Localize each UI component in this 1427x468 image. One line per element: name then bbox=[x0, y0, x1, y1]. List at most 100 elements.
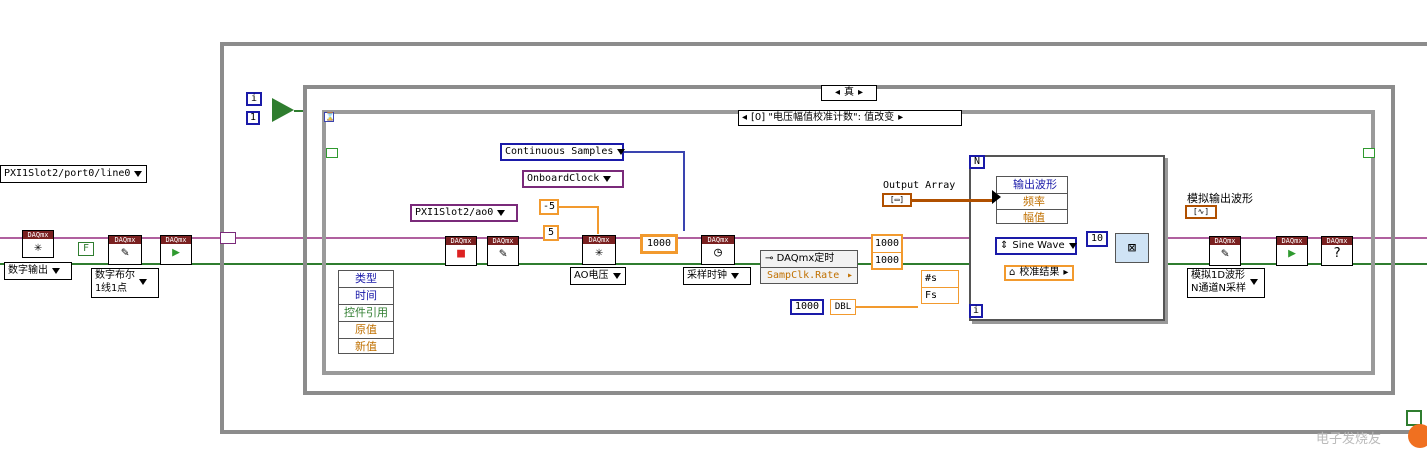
create-channel-icon: ✳ bbox=[595, 245, 603, 260]
event-data-old-value: 原值 bbox=[339, 322, 393, 339]
vi-header: DAQmx bbox=[1210, 237, 1240, 245]
daqmx-stop-task-vi[interactable]: DAQmx ■ bbox=[445, 236, 477, 266]
daqmx-start-analog-vi[interactable]: DAQmx ▶ bbox=[1276, 236, 1308, 266]
event-timeout-icon: ⌛ bbox=[324, 112, 335, 122]
question-icon: ? bbox=[1333, 246, 1341, 261]
const-a[interactable]: 1000 bbox=[873, 236, 901, 253]
daqmx-create-channel-vi[interactable]: DAQmx ✳ bbox=[22, 230, 54, 258]
write-pencil-icon: ✎ bbox=[121, 245, 129, 260]
timing-prop-label: SampClk.Rate bbox=[767, 270, 840, 281]
for-loop-count-terminal: N bbox=[969, 155, 985, 169]
dbl-wire bbox=[856, 306, 918, 308]
daqmx-write-analog-vi[interactable]: DAQmx ✎ bbox=[1209, 236, 1241, 266]
vi-header: DAQmx bbox=[446, 237, 476, 245]
decrement-icon[interactable]: ◂ bbox=[834, 87, 840, 98]
play-icon: ▶ bbox=[1288, 246, 1296, 261]
bool-wire bbox=[294, 110, 306, 112]
min-wire-v bbox=[597, 206, 599, 234]
vi-header: DAQmx bbox=[109, 236, 141, 244]
sample-mode-control[interactable]: Continuous Samples bbox=[500, 143, 626, 161]
watermark-logo: 电子发烧友 bbox=[1316, 432, 1382, 447]
analog-1d-selector[interactable]: 模拟1D波形 N通道N采样 bbox=[1187, 268, 1265, 298]
digital-bool-selector[interactable]: 数字布尔 1线1点 bbox=[91, 268, 159, 298]
dbl-input-constant[interactable]: 1000 bbox=[790, 299, 824, 315]
event-data-new-value: 新值 bbox=[355, 340, 377, 353]
daqmx-timing-vi[interactable]: DAQmx ◷ bbox=[701, 235, 735, 265]
increment-icon[interactable]: ▸ bbox=[858, 87, 864, 98]
unbundle-arrow-icon bbox=[992, 190, 1001, 204]
write-pencil-icon: ✎ bbox=[1221, 246, 1229, 261]
analog-output-waveform-indicator: [∿] bbox=[1185, 205, 1217, 219]
line-channel-text: PXI1Slot2/port0/line0 bbox=[4, 168, 131, 179]
one-constant[interactable]: 1 bbox=[246, 111, 260, 125]
dropdown-arrow-icon bbox=[612, 273, 621, 279]
local-var-icon: ⌂ bbox=[1009, 267, 1016, 278]
decrement-icon[interactable]: ◂ bbox=[742, 112, 748, 123]
sample-mode-wire bbox=[624, 151, 684, 153]
create-channel-icon: ✳ bbox=[34, 240, 42, 255]
clock-icon: ◷ bbox=[714, 245, 722, 260]
case-selector-label: 真 bbox=[844, 87, 854, 98]
to-dbl-node: DBL bbox=[830, 299, 856, 315]
ten-constant[interactable]: 10 bbox=[1086, 231, 1108, 247]
sample-mode-text: Continuous Samples bbox=[505, 146, 614, 157]
property-node-icon: ⊸ bbox=[765, 253, 774, 264]
clock-source-text: OnboardClock bbox=[527, 173, 600, 184]
dropdown-arrow-icon bbox=[52, 268, 60, 274]
event-data-node: 类型 时间 控件引用 原值 新值 bbox=[338, 270, 394, 354]
waveform-consts: 1000 1000 bbox=[871, 234, 903, 270]
min-value-constant[interactable]: -5 bbox=[539, 199, 559, 215]
basic-function-generator-vi[interactable]: ⊠ bbox=[1115, 233, 1149, 263]
output-array-wire bbox=[912, 199, 994, 202]
output-array-indicator: [▭] bbox=[882, 193, 912, 207]
sample-clock-selector[interactable]: 采样时钟 bbox=[683, 267, 751, 285]
max-value-constant[interactable]: 5 bbox=[543, 225, 559, 241]
clock-source-control[interactable]: OnboardClock bbox=[522, 170, 624, 188]
frequency-row: 频率 bbox=[997, 194, 1067, 210]
ao-voltage-text: AO电压 bbox=[574, 270, 609, 281]
event-data-time: 时间 bbox=[339, 288, 393, 305]
daqmx-is-done-vi[interactable]: DAQmx ? bbox=[1321, 236, 1353, 266]
dropdown-arrow-icon bbox=[139, 279, 147, 285]
right-tunnel-icon bbox=[1363, 148, 1375, 158]
shift-register-icon bbox=[220, 232, 236, 244]
event-selector-label: [0] "电压幅值校准计数": 值改变 bbox=[751, 112, 895, 123]
output-array-label: Output Array bbox=[883, 180, 956, 191]
bundle-s: #s bbox=[922, 271, 958, 288]
line-channel-control[interactable]: PXI1Slot2/port0/line0 bbox=[0, 165, 147, 183]
daqmx-timing-property-node[interactable]: ⊸ DAQmx定时 SampClk.Rate ▸ bbox=[760, 250, 858, 284]
vi-header: DAQmx bbox=[583, 236, 615, 244]
increment-icon[interactable]: ▸ bbox=[898, 112, 904, 123]
daqmx-write-vi[interactable]: DAQmx ✎ bbox=[108, 235, 142, 265]
bundle-node[interactable]: #s Fs bbox=[921, 270, 959, 304]
digital-output-text: 数字输出 bbox=[8, 265, 48, 276]
rate-constant[interactable]: 1000 bbox=[640, 234, 678, 254]
for-loop-iteration-terminal: i bbox=[969, 304, 983, 318]
corner-badge-icon bbox=[1408, 424, 1427, 448]
property-row[interactable]: SampClk.Rate ▸ bbox=[761, 268, 857, 284]
dropdown-arrow-icon bbox=[1068, 243, 1077, 249]
case-selector[interactable]: ◂ 真 ▸ bbox=[821, 85, 877, 101]
daqmx-ao-create-vi[interactable]: DAQmx ✳ bbox=[582, 235, 616, 265]
ao-voltage-selector[interactable]: AO电压 bbox=[570, 267, 626, 285]
const-b[interactable]: 1000 bbox=[874, 255, 900, 266]
event-selector[interactable]: ◂ [0] "电压幅值校准计数": 值改变 ▸ bbox=[738, 110, 962, 126]
false-constant[interactable]: F bbox=[78, 242, 94, 256]
unbundle-node[interactable]: 输出波形 频率 幅值 bbox=[996, 176, 1068, 224]
analog-output-waveform-label: 模拟输出波形 bbox=[1187, 192, 1253, 205]
dropdown-arrow-icon bbox=[731, 273, 739, 279]
ring-icon: ⇕ bbox=[1000, 240, 1009, 251]
daqmx-clear-task-vi[interactable]: DAQmx ✎ bbox=[487, 236, 519, 266]
dropdown-arrow-icon bbox=[617, 149, 626, 155]
ao-channel-control[interactable]: PXI1Slot2/ao0 bbox=[410, 204, 518, 222]
calibration-result-local[interactable]: ⌂ 校准结果 ▸ bbox=[1004, 265, 1074, 281]
loop-i-indicator: i bbox=[246, 92, 262, 106]
bundle-fs: Fs bbox=[925, 290, 938, 301]
daqmx-start-task-vi[interactable]: DAQmx ▶ bbox=[160, 235, 192, 265]
digital-output-selector[interactable]: 数字输出 bbox=[4, 262, 72, 280]
stop-icon: ■ bbox=[457, 246, 465, 261]
ao-channel-text: PXI1Slot2/ao0 bbox=[415, 207, 494, 218]
vi-header: DAQmx bbox=[1277, 237, 1307, 245]
event-data-control-ref: 控件引用 bbox=[339, 305, 393, 322]
sine-wave-selector[interactable]: ⇕ Sine Wave bbox=[995, 237, 1077, 255]
